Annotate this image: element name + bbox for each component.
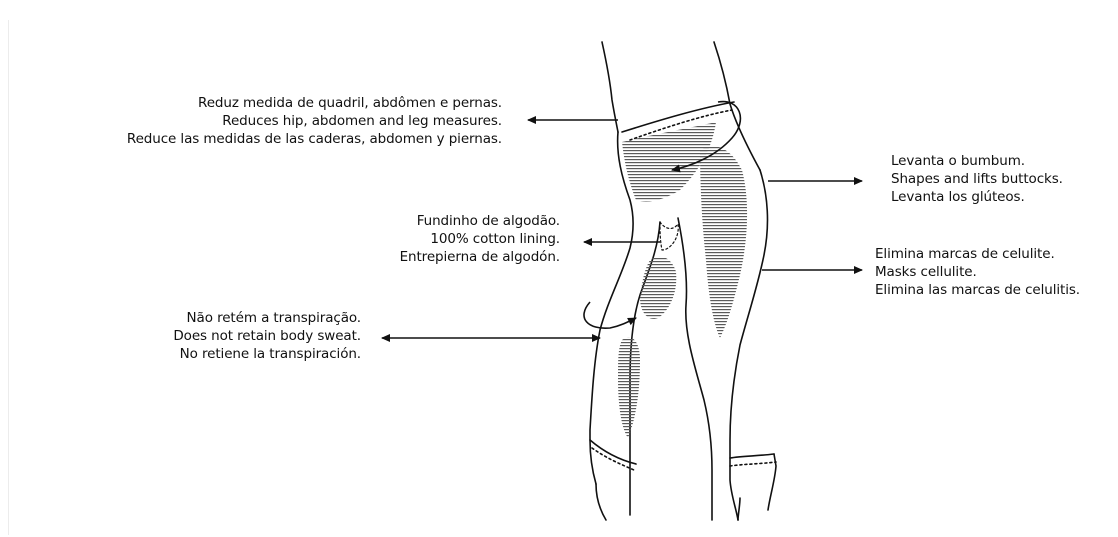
right-hem-stitch xyxy=(730,462,776,466)
sweat-pt: Não retém a transpiração. xyxy=(173,309,361,327)
cotton-lining-pt: Fundinho de algodão. xyxy=(400,212,560,230)
body-outline xyxy=(590,42,776,520)
label-cellulite: Elimina marcas de celulite. Masks cellul… xyxy=(875,245,1080,299)
compression-zones xyxy=(618,122,747,438)
hip-reduction-pt: Reduz medida de quadril, abdômen e perna… xyxy=(127,94,502,112)
buttocks-pt: Levanta o bumbum. xyxy=(891,152,1063,170)
sweat-es: No retiene la transpiración. xyxy=(173,345,361,363)
label-buttocks: Levanta o bumbum. Shapes and lifts butto… xyxy=(891,152,1063,206)
buttocks-es: Levanta los glúteos. xyxy=(891,188,1063,206)
cellulite-es: Elimina las marcas de celulitis. xyxy=(875,281,1080,299)
right-hem xyxy=(730,454,774,458)
waistband xyxy=(622,102,734,132)
label-hip-reduction: Reduz medida de quadril, abdômen e perna… xyxy=(127,94,502,148)
knee-rotation-arrow xyxy=(584,302,636,328)
cellulite-pt: Elimina marcas de celulite. xyxy=(875,245,1080,263)
sweat-en: Does not retain body sweat. xyxy=(173,327,361,345)
hip-reduction-es: Reduce las medidas de las caderas, abdom… xyxy=(127,130,502,148)
cotton-lining-en: 100% cotton lining. xyxy=(400,230,560,248)
label-cotton-lining: Fundinho de algodão. 100% cotton lining.… xyxy=(400,212,560,266)
left-hem-stitch xyxy=(592,448,634,470)
zone-thigh xyxy=(640,256,676,318)
label-sweat: Não retém a transpiração. Does not retai… xyxy=(173,309,361,363)
cellulite-en: Masks cellulite. xyxy=(875,263,1080,281)
zone-knee xyxy=(618,337,640,438)
cotton-lining-es: Entrepierna de algodón. xyxy=(400,248,560,266)
crotch-lining xyxy=(660,222,678,250)
left-calf xyxy=(596,484,606,520)
buttocks-en: Shapes and lifts buttocks. xyxy=(891,170,1063,188)
right-calf-outer xyxy=(738,498,740,520)
torso-left-line xyxy=(602,42,618,132)
hip-reduction-en: Reduces hip, abdomen and leg measures. xyxy=(127,112,502,130)
zone-hip xyxy=(700,146,747,338)
